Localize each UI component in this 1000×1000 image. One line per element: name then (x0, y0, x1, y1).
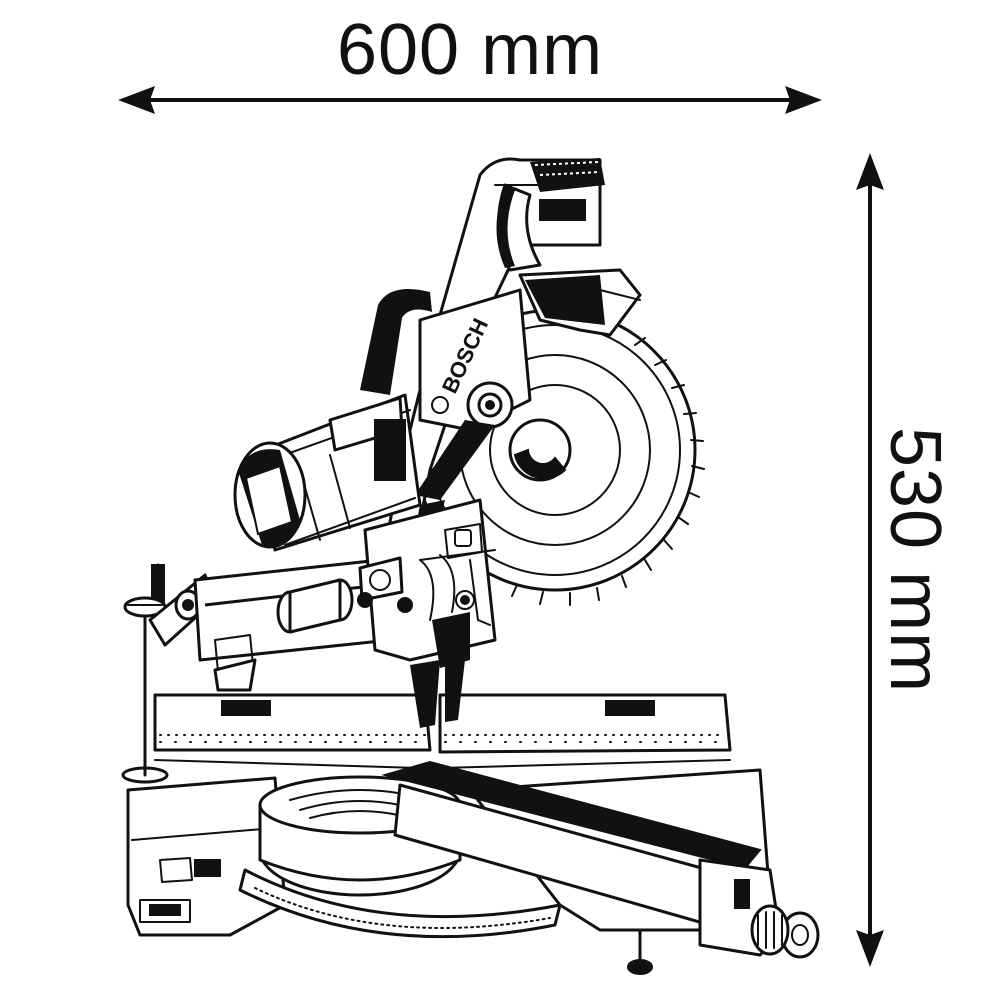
bevel-slide-arm (381, 760, 820, 959)
slide-rails (193, 558, 392, 692)
width-arrow-icon (118, 86, 822, 114)
motor-housing (233, 393, 422, 552)
carry-handle (360, 288, 432, 395)
height-arrow-icon (856, 153, 884, 967)
width-dimension-label: 600 mm (336, 10, 604, 90)
fence (153, 693, 732, 769)
pivot-assembly (357, 498, 497, 728)
